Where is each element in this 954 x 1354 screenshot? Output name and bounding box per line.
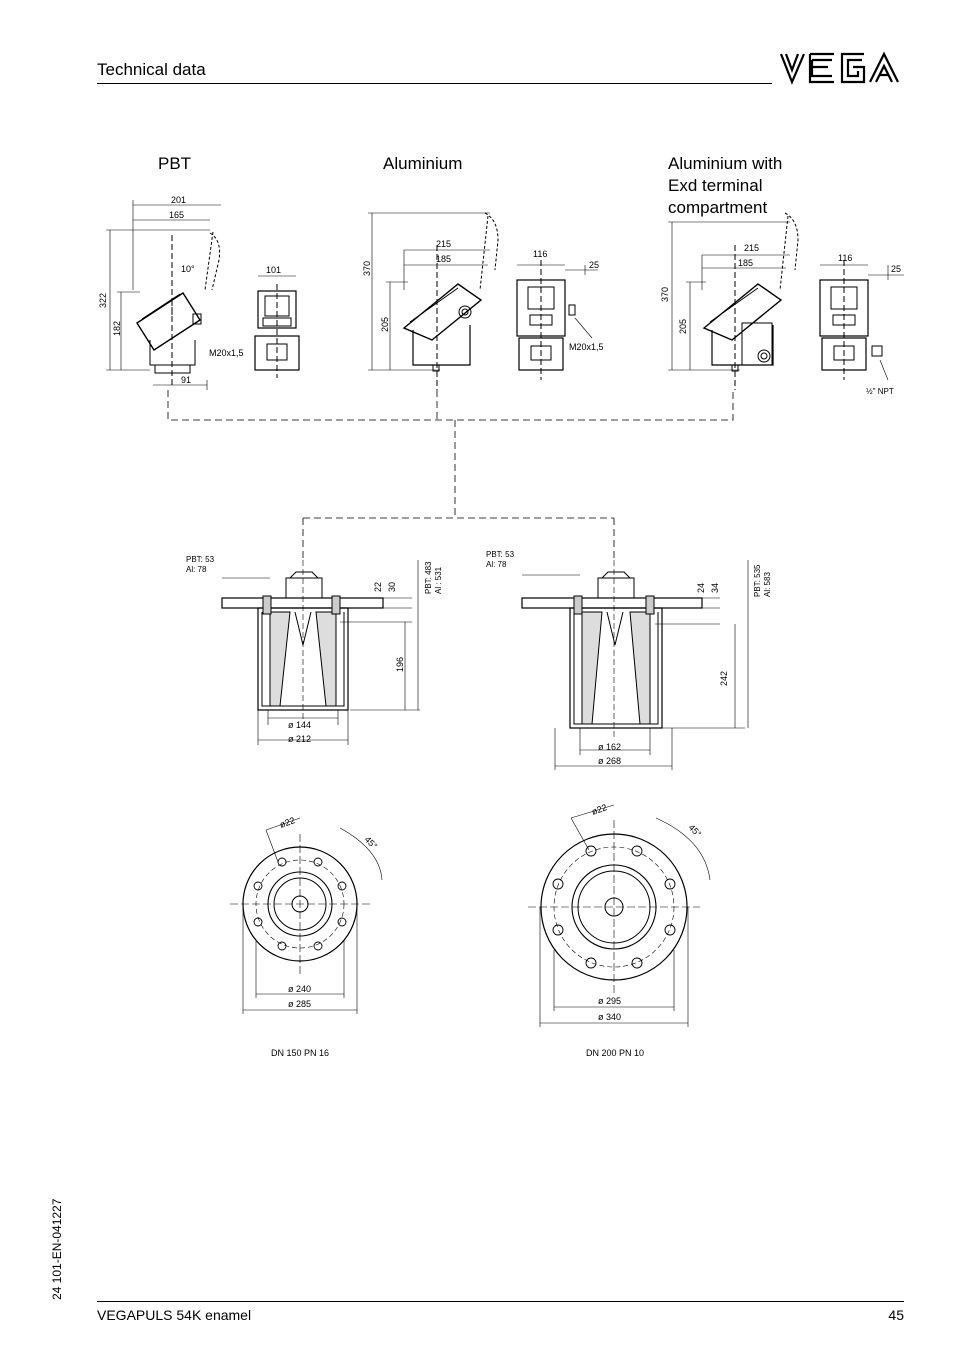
aluminium-dimensions xyxy=(368,212,490,371)
aluminium-housing-side xyxy=(402,212,499,390)
dim-f1-al: Al: 78 xyxy=(186,565,207,574)
dim-exd-205: 205 xyxy=(678,319,688,334)
page-title: Technical data xyxy=(97,60,206,79)
dim-f2-pbt: PBT: 53 xyxy=(486,550,515,559)
label-aluminium-exd-line1: Aluminium with xyxy=(668,154,783,173)
flange-assembly-dn200 xyxy=(521,560,749,770)
dim-f1-196: 196 xyxy=(395,657,405,672)
dim-exd-25: 25 xyxy=(891,264,901,274)
dim-p2-hole: ø22 xyxy=(590,802,608,817)
footer-rule xyxy=(97,1301,904,1302)
dim-f2-d268: ø 268 xyxy=(598,756,621,766)
dim-exd-npt: ½" NPT xyxy=(866,387,894,396)
label-aluminium: Aluminium xyxy=(383,154,463,173)
pbt-housing-side xyxy=(136,231,221,385)
exd-dimensions xyxy=(668,221,790,371)
dim-f1-22: 22 xyxy=(373,582,383,592)
aluminium-housing-front xyxy=(516,260,598,380)
dimension-texts: 201 165 10° 101 322 182 M20x1,5 91 215 1… xyxy=(98,195,901,1058)
dim-pbt-182: 182 xyxy=(112,321,122,336)
dim-p1-hole: ø22 xyxy=(278,815,296,830)
dim-exd-370: 370 xyxy=(660,287,670,302)
dim-al-116: 116 xyxy=(533,249,547,259)
dim-pbt-91: 91 xyxy=(181,375,191,385)
dim-p1-d240: ø 240 xyxy=(288,984,311,994)
dim-p1-d285: ø 285 xyxy=(288,999,311,1009)
dim-al-185: 185 xyxy=(436,254,451,264)
document-id: 24 101-EN-041227 xyxy=(50,1198,64,1300)
dim-p2-angle: 45° xyxy=(687,822,704,839)
footer-product: VEGAPULS 54K enamel xyxy=(97,1307,252,1323)
dim-al-205: 205 xyxy=(380,317,390,332)
dim-f2-24: 24 xyxy=(696,583,706,593)
caption-dn150: DN 150 PN 16 xyxy=(271,1048,329,1058)
flange-assembly-dn150 xyxy=(221,560,420,745)
dim-p1-angle: 45° xyxy=(363,834,380,851)
dim-al-25: 25 xyxy=(589,260,599,270)
dim-f2-al: Al: 78 xyxy=(486,560,507,569)
dim-exd-185: 185 xyxy=(738,258,753,268)
page-number: 45 xyxy=(888,1307,904,1323)
dim-f1-pbt-len: PBT: 483 xyxy=(424,561,433,594)
connector-lines xyxy=(167,390,734,560)
dim-f1-d212: ø 212 xyxy=(288,734,311,744)
dim-f1-al-len: Al : 531 xyxy=(434,566,443,594)
dim-exd-116: 116 xyxy=(838,253,852,263)
header-rule xyxy=(97,83,772,84)
dim-p2-d340: ø 340 xyxy=(598,1012,621,1022)
dim-exd-215: 215 xyxy=(744,243,759,253)
dim-al-m20: M20x1,5 xyxy=(569,342,604,352)
dim-pbt-10deg: 10° xyxy=(181,264,195,274)
dim-pbt-201: 201 xyxy=(171,195,186,205)
dim-pbt-101: 101 xyxy=(266,265,281,275)
vega-logo xyxy=(778,50,902,91)
dim-f1-pbt: PBT: 53 xyxy=(186,555,215,564)
dim-f2-242: 242 xyxy=(719,671,729,686)
pbt-dimensions xyxy=(106,200,221,390)
dim-pbt-m20: M20x1,5 xyxy=(209,348,244,358)
dim-al-370: 370 xyxy=(362,261,372,276)
label-aluminium-exd-line2: Exd terminal xyxy=(668,176,763,195)
dim-f1-d144: ø 144 xyxy=(288,720,311,730)
flange-plan-dn150 xyxy=(230,817,383,1014)
dim-pbt-322: 322 xyxy=(98,293,108,308)
dim-f2-al-len: Al: 583 xyxy=(763,572,772,597)
dim-f2-d162: ø 162 xyxy=(598,742,621,752)
caption-dn200: DN 200 PN 10 xyxy=(586,1048,644,1058)
dim-pbt-165: 165 xyxy=(169,210,184,220)
pbt-housing-front xyxy=(254,275,300,378)
dim-f2-34: 34 xyxy=(710,583,720,593)
exd-housing-front xyxy=(819,260,904,381)
dim-al-215: 215 xyxy=(436,239,451,249)
dim-f1-30: 30 xyxy=(387,582,397,592)
dim-f2-pbt-len: PBT: 535 xyxy=(753,564,762,597)
flange-plan-dn200 xyxy=(528,804,711,1027)
label-pbt: PBT xyxy=(158,154,192,173)
exd-housing-side xyxy=(702,212,799,390)
dim-p2-d295: ø 295 xyxy=(598,996,621,1006)
label-aluminium-exd: Aluminium with Exd terminal compartment xyxy=(668,153,782,219)
label-aluminium-exd-line3: compartment xyxy=(668,198,768,217)
